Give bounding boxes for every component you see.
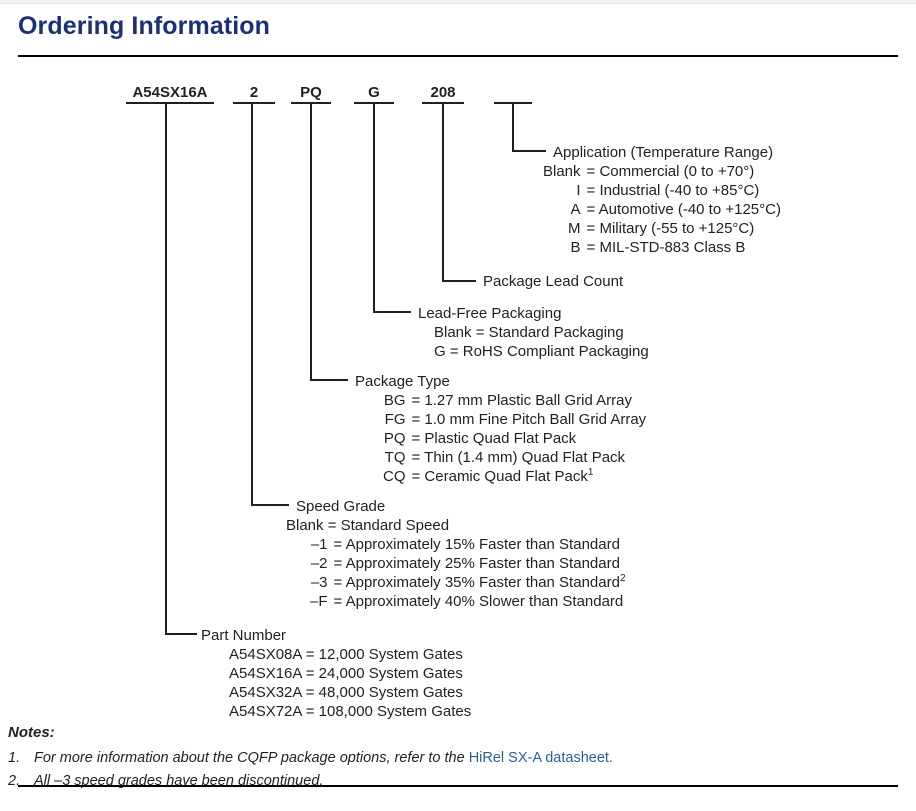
part-number-leader-horizontal <box>165 633 197 635</box>
package-type-row-value: = 1.0 mm Fine Pitch Ball Grid Array <box>411 411 647 428</box>
lead-count-leader-vertical <box>442 102 444 282</box>
package-type-block: Package Type BG = 1.27 mm Plastic Ball G… <box>355 372 646 486</box>
part-number-block: Part Number A54SX08A = 12,000 System Gat… <box>201 626 471 721</box>
footnote-marker-1: 1 <box>587 467 594 478</box>
note-number: 1. <box>8 750 21 766</box>
hirel-datasheet-link[interactable]: HiRel SX-A datasheet. <box>468 750 613 766</box>
package-type-heading: Package Type <box>355 373 450 390</box>
lead-count-leader-horizontal <box>442 280 476 282</box>
speed-grade-leader-vertical <box>251 102 253 506</box>
package-type-row-key: CQ <box>383 468 406 485</box>
application-block: Application (Temperature Range) Blank = … <box>543 143 781 257</box>
lead-free-leader-vertical <box>373 102 375 313</box>
application-row-value: = Military (-55 to +125°C) <box>586 220 755 237</box>
footer-rule <box>18 785 898 787</box>
speed-grade-rows: –1 = Approximately 15% Faster than Stand… <box>310 535 626 611</box>
lead-count-token: 208 <box>430 84 456 101</box>
package-type-row-value: = Ceramic Quad Flat Pack1 <box>411 467 594 486</box>
package-type-rows: BG = 1.27 mm Plastic Ball Grid Array FG … <box>383 391 646 486</box>
application-row-key: B <box>570 239 581 256</box>
application-row-key: A <box>570 201 581 218</box>
application-rows: Blank = Commercial (0 to +70°) I = Indus… <box>543 162 781 257</box>
speed-grade-row-value: = Approximately 25% Faster than Standard <box>333 555 620 572</box>
lead-free-token: G <box>368 84 380 101</box>
lead-free-leader-horizontal <box>373 311 411 313</box>
speed-grade-block: Speed Grade Blank = Standard Speed –1 = … <box>286 497 626 611</box>
speed-grade-token: 2 <box>249 84 259 101</box>
part-number-row: A54SX72A = 108,000 System Gates <box>229 703 472 720</box>
footnote-marker-2: 2 <box>619 573 626 584</box>
package-type-row-value: = 1.27 mm Plastic Ball Grid Array <box>411 392 633 409</box>
speed-grade-row-key: –1 <box>310 536 328 553</box>
note-item: 1. For more information about the CQFP p… <box>8 750 613 766</box>
notes-title: Notes: <box>8 724 55 741</box>
top-band <box>0 0 916 4</box>
speed-grade-leader-horizontal <box>251 504 289 506</box>
package-type-row-key: TQ <box>384 449 406 466</box>
speed-grade-row-value: = Approximately 35% Faster than Standard… <box>333 573 626 592</box>
lead-free-row: G = RoHS Compliant Packaging <box>434 343 649 360</box>
package-type-leader-horizontal <box>310 379 348 381</box>
page-title: Ordering Information <box>18 12 270 40</box>
application-heading: Application (Temperature Range) <box>553 144 774 161</box>
application-row-value: = MIL-STD-883 Class B <box>586 239 746 256</box>
application-row-key: I <box>576 182 581 199</box>
speed-grade-row-key: –3 <box>310 574 328 591</box>
speed-grade-row-value: = Approximately 40% Slower than Standard <box>333 593 624 610</box>
application-row-value: = Commercial (0 to +70°) <box>586 163 755 180</box>
part-number-heading: Part Number <box>201 627 287 644</box>
part-number-row: A54SX08A = 12,000 System Gates <box>229 646 463 663</box>
lead-free-heading: Lead-Free Packaging <box>418 305 562 322</box>
application-leader-vertical <box>512 102 514 152</box>
note-number: 2. <box>8 773 21 789</box>
speed-grade-row-value: = Approximately 15% Faster than Standard <box>333 536 620 553</box>
part-number-token-underline <box>126 102 214 104</box>
package-type-row-value: = Plastic Quad Flat Pack <box>411 430 577 447</box>
speed-grade-blank-row: Blank = Standard Speed <box>286 517 450 534</box>
package-type-row-key: FG <box>384 411 406 428</box>
application-row-key: Blank <box>543 163 581 180</box>
application-row-key: M <box>568 220 581 237</box>
speed-grade-row-key: –F <box>310 593 328 610</box>
note-text: For more information about the CQFP pack… <box>34 750 613 766</box>
application-leader-horizontal <box>512 150 546 152</box>
application-row-value: = Industrial (-40 to +85°C) <box>586 182 760 199</box>
lead-count-heading: Package Lead Count <box>483 273 624 290</box>
lead-count-block: Package Lead Count <box>483 272 623 291</box>
part-number-token: A54SX16A <box>132 84 208 101</box>
package-type-token: PQ <box>300 84 322 101</box>
package-type-row-value: = Thin (1.4 mm) Quad Flat Pack <box>411 449 626 466</box>
part-number-row: A54SX16A = 24,000 System Gates <box>229 665 463 682</box>
speed-grade-token-underline <box>233 102 275 104</box>
lead-free-row: Blank = Standard Packaging <box>434 324 624 341</box>
speed-grade-row-key: –2 <box>310 555 328 572</box>
part-number-row: A54SX32A = 48,000 System Gates <box>229 684 463 701</box>
package-type-row-key: PQ <box>383 430 406 447</box>
speed-grade-heading: Speed Grade <box>296 498 386 515</box>
header-rule <box>18 55 898 57</box>
package-type-leader-vertical <box>310 102 312 381</box>
package-type-row-key: BG <box>383 392 406 409</box>
part-number-leader-vertical <box>165 102 167 635</box>
application-row-value: = Automotive (-40 to +125°C) <box>586 201 781 218</box>
lead-free-block: Lead-Free Packaging Blank = Standard Pac… <box>418 304 649 361</box>
